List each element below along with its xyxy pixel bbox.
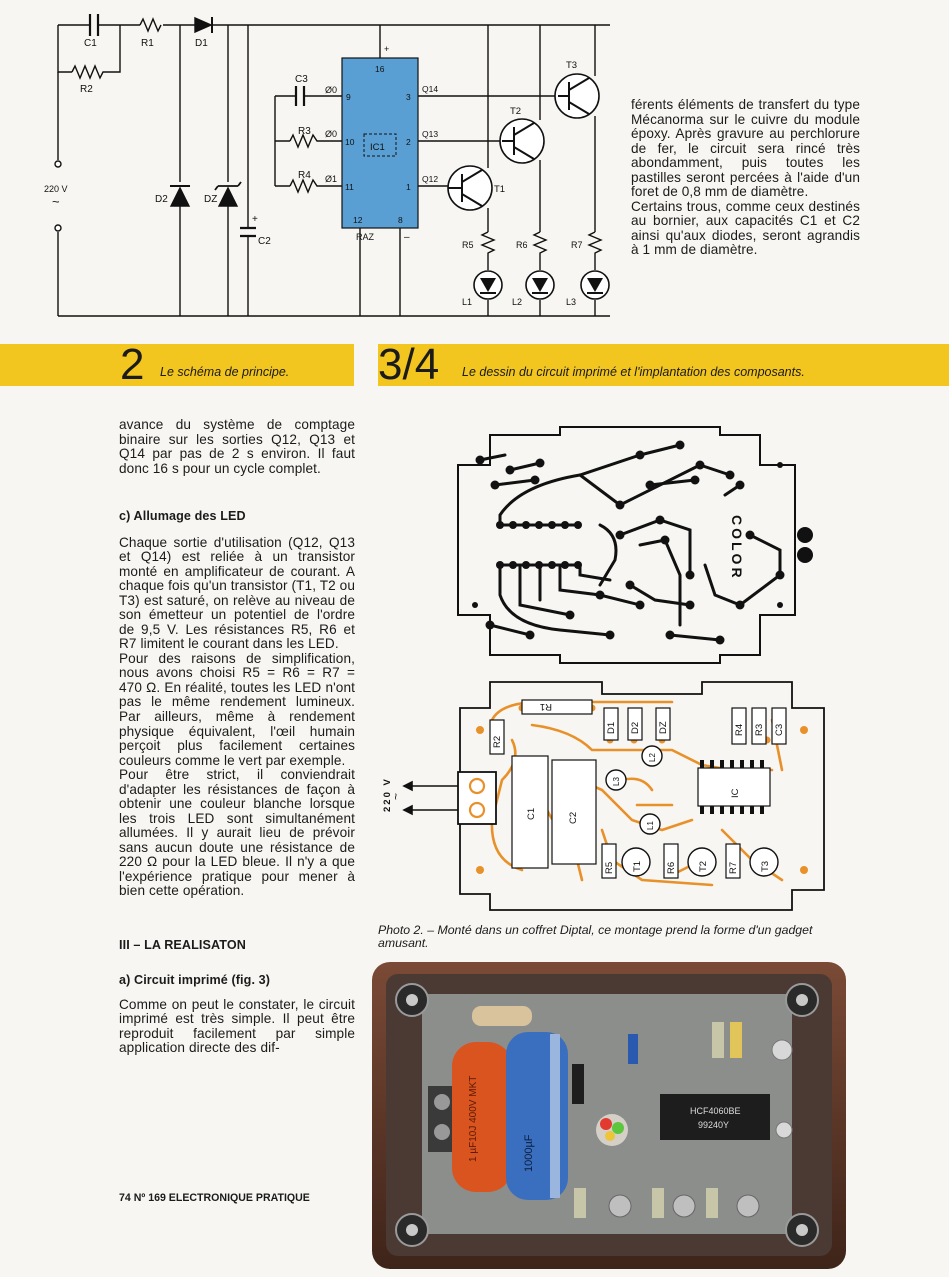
label-dz: DZ [204,194,217,205]
label-phi0-b: Ø0 [325,129,337,139]
figure-2-caption: Le schéma de principe. [160,365,290,379]
right-top-paragraph-2: Certains trous, comme ceux destinés au b… [631,198,860,258]
figure-2-number: 2 [120,340,145,389]
layout-label-ic: IC [730,788,741,798]
figure-34-number: 3/4 [378,340,440,389]
layout-label-r6: R6 [666,862,677,874]
label-r7: R7 [571,240,583,250]
label-c2-plus: + [252,214,258,225]
label-ic1: IC1 [370,142,385,153]
layout-label-r5: R5 [604,862,615,874]
label-phi1: Ø1 [325,174,337,184]
label-pin2: 2 [406,137,411,147]
layout-label-r1: R1 [540,701,552,712]
label-r6: R6 [516,240,528,250]
paragraph-led-outputs: Chaque sortie d'utilisation (Q12, Q13 et… [119,534,355,652]
label-phi0-a: Ø0 [325,85,337,95]
photo-ic-marking-2: 99240Y [698,1120,729,1130]
right-top-paragraph-1: férents éléments de transfert du type Mé… [631,97,860,200]
figure-34-banner: 3/4 Le dessin du circuit imprimé et l'im… [378,340,949,389]
heading-realisation: III – LA REALISATON [119,937,246,952]
label-c1: C1 [84,38,97,49]
layout-label-mains: 220 V [382,777,393,812]
layout-label-mains-symbol: ~ [389,793,403,800]
paragraph-printed-circuit: Comme on peut le constater, le circuit i… [119,996,355,1056]
layout-label-t1: T1 [632,861,643,872]
label-r5: R5 [462,240,474,250]
layout-label-l1: L1 [646,821,655,830]
label-l1: L1 [462,297,472,307]
label-r4: R4 [298,170,311,181]
label-t1: T1 [494,184,505,195]
layout-label-r7: R7 [728,862,739,874]
photo-electrolytic-marking: 1000µF [523,1134,535,1172]
layout-label-l3: L3 [612,777,621,786]
label-r1: R1 [141,38,154,49]
left-column-text: avance du système de comptage binaire su… [119,417,355,1056]
layout-label-r2: R2 [492,736,503,748]
label-r3: R3 [298,126,311,137]
label-pin3: 3 [406,92,411,102]
layout-label-r4: R4 [734,724,745,736]
label-pin1: 1 [406,182,411,192]
label-t3: T3 [566,60,577,71]
label-d2: D2 [155,194,168,205]
layout-label-r3: R3 [754,724,765,736]
paragraph-resistances: Pour des raisons de simplification, nous… [119,650,355,768]
device-photo: 1 µF10J 400V MKT 1000µF HCF4060BE 99240Y [372,962,846,1269]
layout-label-d2: D2 [630,722,641,734]
label-pin16: 16 [375,64,385,74]
layout-label-d1: D1 [606,722,617,734]
photo-caption: Photo 2. – Monté dans un coffret Diptal,… [378,923,813,951]
figure-34-caption: Le dessin du circuit imprimé et l'implan… [462,365,805,379]
heading-led-lighting: c) Allumage des LED [119,509,246,524]
label-mains: 220 V [44,184,68,194]
label-q12: Q12 [422,174,438,184]
label-minus: – [404,232,410,243]
label-r2: R2 [80,84,93,95]
heading-printed-circuit: a) Circuit imprimé (fig. 3) [119,973,271,988]
layout-label-c3: C3 [774,724,785,736]
label-c2: C2 [258,236,271,247]
label-q13: Q13 [422,129,438,139]
label-t2: T2 [510,106,521,117]
label-l3: L3 [566,297,576,307]
figure-2-banner: 2 Le schéma de principe. [0,340,354,389]
pcb-color-label: COLOR [729,515,745,581]
component-layout-drawing: R1 R2 D1 D2 DZ R4 R3 C3 C1 C2 C2 IC L3 L… [382,681,825,911]
label-pin10: 10 [345,137,355,147]
paragraph-counting: avance du système de comptage binaire su… [119,417,355,476]
label-l2: L2 [512,297,522,307]
layout-label-dz: DZ [658,721,669,734]
label-c3: C3 [295,74,308,85]
page-footer: 74 Nº 169 ELECTRONIQUE PRATIQUE [119,1192,310,1204]
label-pin12: 12 [353,215,363,225]
schematic-diagram: C1 R1 D1 R2 220 V ~ D2 DZ + C2 C3 R3 R4 … [44,14,610,317]
label-pin11: 11 [345,182,354,192]
label-q14: Q14 [422,84,438,94]
layout-label-t3: T3 [760,861,771,872]
label-pin9: 9 [346,92,351,102]
photo-ic-marking-1: HCF4060BE [690,1106,741,1116]
label-d1: D1 [195,38,208,49]
layout-label-c1: C1 [526,808,537,820]
photo-film-cap-marking: 1 µF10J 400V MKT [468,1076,479,1162]
label-raz: RAZ [356,232,375,242]
label-pin16-plus: + [384,44,389,54]
right-top-text: férents éléments de transfert du type Mé… [631,97,860,258]
label-pin8: 8 [398,215,403,225]
layout-label-l2: L2 [648,753,657,762]
paragraph-white-color: Pour être strict, il conviendrait d'adap… [119,767,355,899]
label-mains-symbol: ~ [52,194,60,209]
pcb-copper-drawing: COLOR [457,426,813,664]
layout-label-t2: T2 [698,861,709,872]
layout-label-c2: C2 [568,812,579,824]
